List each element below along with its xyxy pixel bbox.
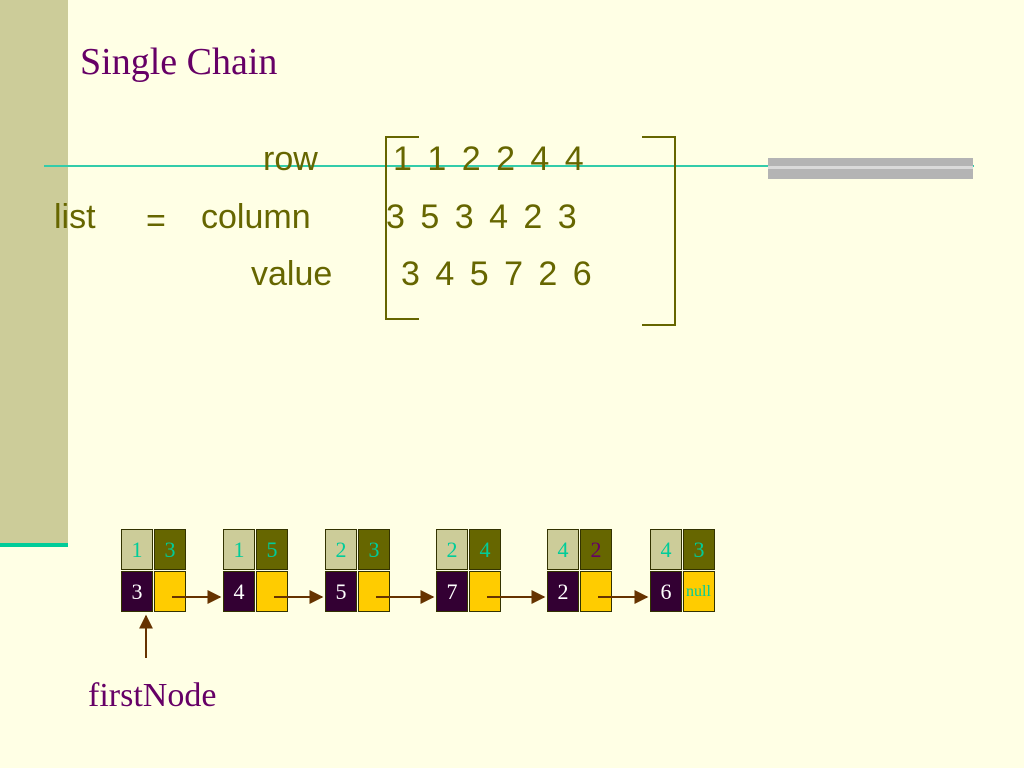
node-row-cell: 1 [121, 529, 153, 570]
node-value-cell: 2 [547, 571, 579, 612]
chain-node: 4 3 6 [650, 529, 716, 613]
slide-title: Single Chain [80, 41, 278, 83]
chain-node: 4 2 2 [547, 529, 613, 613]
node-col-cell: 5 [256, 529, 288, 570]
column-label: column [201, 198, 311, 236]
node-next-pointer [580, 571, 612, 612]
node-value-cell: 5 [325, 571, 357, 612]
list-label: list [54, 198, 96, 236]
title-decor-bar [768, 158, 973, 179]
value-values: 3 4 5 7 2 6 [401, 255, 592, 293]
node-next-pointer [154, 571, 186, 612]
null-pointer-label: null [686, 583, 711, 600]
node-col-cell: 3 [358, 529, 390, 570]
node-next-pointer [469, 571, 501, 612]
node-next-pointer [256, 571, 288, 612]
node-value-cell: 4 [223, 571, 255, 612]
left-accent-line [0, 543, 68, 547]
node-col-cell: 3 [154, 529, 186, 570]
node-row-cell: 2 [436, 529, 468, 570]
node-value-cell: 6 [650, 571, 682, 612]
node-value-cell: 7 [436, 571, 468, 612]
node-col-cell: 4 [469, 529, 501, 570]
node-value-cell: 3 [121, 571, 153, 612]
left-accent-bar [0, 0, 68, 545]
chain-node: 1 5 4 [223, 529, 289, 613]
chain-node: 2 4 7 [436, 529, 502, 613]
equals-sign: = [146, 202, 166, 240]
chain-node: 2 3 5 [325, 529, 391, 613]
row-label: row [263, 140, 318, 178]
node-col-cell: 3 [683, 529, 715, 570]
column-values: 3 5 3 4 2 3 [386, 198, 577, 236]
node-row-cell: 4 [650, 529, 682, 570]
row-values: 1 1 2 2 4 4 [393, 140, 584, 178]
first-node-label: firstNode [88, 677, 217, 714]
node-col-cell: 2 [580, 529, 612, 570]
matrix-bracket-left [385, 136, 419, 320]
node-next-pointer [358, 571, 390, 612]
title-divider-line [44, 165, 974, 167]
chain-node: 1 3 3 [121, 529, 187, 613]
node-row-cell: 1 [223, 529, 255, 570]
node-row-cell: 2 [325, 529, 357, 570]
node-row-cell: 4 [547, 529, 579, 570]
node-next-pointer [683, 571, 715, 612]
value-label: value [251, 255, 333, 293]
matrix-bracket-right [642, 136, 676, 326]
